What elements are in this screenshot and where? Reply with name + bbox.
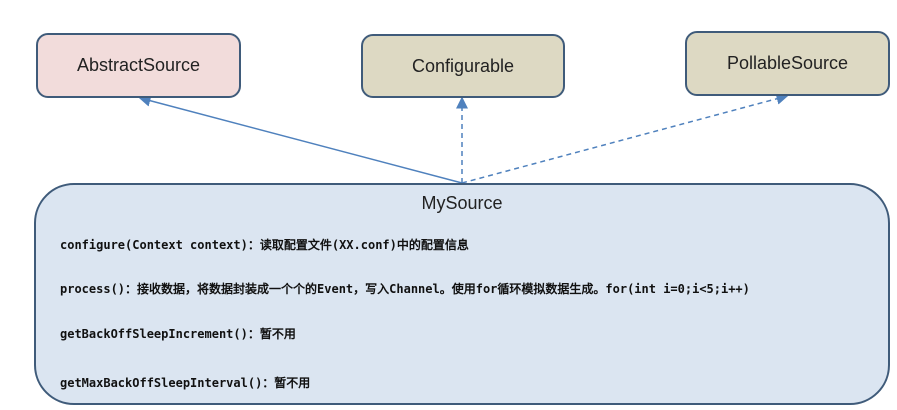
method-get-max-backoff-sleep-interval: getMaxBackOffSleepInterval()：暂不用	[60, 376, 311, 390]
configurable-box: Configurable	[361, 34, 565, 98]
configurable-label: Configurable	[411, 55, 515, 76]
abstract-source-box: AbstractSource	[36, 33, 241, 98]
pollable-source-label: PollableSource	[726, 53, 849, 73]
method-process: process()：接收数据，将数据封装成一个个的Event，写入Channel…	[60, 282, 750, 296]
abstract-source-label: AbstractSource	[76, 55, 201, 75]
method-get-backoff-sleep-increment: getBackOffSleepIncrement()：暂不用	[60, 327, 296, 341]
extends-arrow-abstract	[138, 94, 463, 184]
method-configure: configure(Context context)：读取配置文件(XX.con…	[60, 238, 469, 252]
mysource-title: MySource	[421, 193, 503, 213]
implements-arrow-pollable	[461, 92, 789, 184]
pollable-source-box: PollableSource	[685, 31, 890, 96]
mysource-box: MySource configure(Context context)：读取配置…	[34, 183, 890, 405]
